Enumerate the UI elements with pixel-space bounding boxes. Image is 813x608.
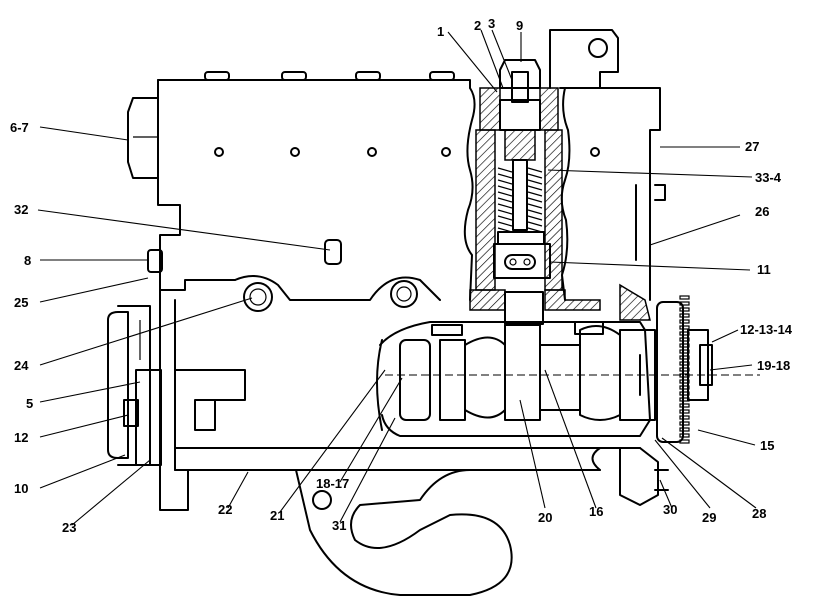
callout-11: 11	[757, 262, 771, 277]
callout-1: 1	[437, 24, 444, 39]
spring-coil	[497, 167, 513, 173]
callout-25: 25	[14, 295, 28, 310]
callout-5: 5	[26, 396, 33, 411]
callout-8: 8	[24, 253, 31, 268]
gear-tooth	[679, 427, 690, 432]
pump-housing	[127, 29, 669, 596]
callout-15: 15	[760, 438, 774, 453]
gear-tooth	[679, 439, 690, 444]
callout-2: 2	[474, 18, 481, 33]
callout-24: 24	[14, 358, 29, 373]
callout-26: 26	[755, 204, 769, 219]
leader-lines	[37, 29, 757, 526]
gear-tooth	[679, 421, 690, 426]
spring-coil	[527, 185, 543, 191]
callout-10: 10	[14, 481, 28, 496]
spring-coil	[497, 185, 513, 191]
gear-tooth	[679, 295, 690, 300]
callout-31: 31	[332, 518, 346, 533]
callout-32: 32	[14, 202, 28, 217]
spring-coil	[497, 197, 513, 203]
callout-12: 12	[14, 430, 28, 445]
spring-coil	[527, 197, 543, 203]
gear-tooth	[679, 313, 690, 318]
callout-12-13-14: 12-13-14	[740, 322, 793, 337]
callout-20: 20	[538, 510, 552, 525]
spring-coil	[497, 203, 513, 209]
spring-coil	[497, 173, 513, 179]
callout-18-17: 18-17	[316, 476, 349, 491]
callout-22: 22	[218, 502, 232, 517]
spring-coil	[527, 209, 543, 215]
callout-labels: 1 2 3 9 6-7 27 32 33-4 26 8 11 25 12-13-…	[10, 16, 793, 535]
spring-coil	[527, 173, 543, 179]
gear-tooth	[679, 415, 690, 420]
spring-coil	[527, 179, 543, 185]
spring-coil	[497, 221, 513, 227]
callout-9: 9	[516, 18, 523, 33]
callout-28: 28	[752, 506, 766, 521]
gear-tooth	[679, 301, 690, 306]
callout-3: 3	[488, 16, 495, 31]
spring-coil	[527, 221, 543, 227]
spring-coil	[497, 209, 513, 215]
gear-tooth	[679, 307, 690, 312]
spring-coil	[527, 203, 543, 209]
gear-tooth	[679, 325, 690, 330]
callout-6-7: 6-7	[10, 120, 29, 135]
spring-coil	[527, 191, 543, 197]
gear-tooth	[679, 409, 690, 414]
spring-coil	[497, 215, 513, 221]
callout-33-4: 33-4	[755, 170, 782, 185]
left-cover-assembly	[107, 305, 162, 466]
callout-21: 21	[270, 508, 284, 523]
spring-coil	[527, 167, 543, 173]
gear-tooth	[679, 319, 690, 324]
pump-element-cutaway	[463, 59, 651, 325]
callout-23: 23	[62, 520, 76, 535]
callout-30: 30	[663, 502, 677, 517]
callout-19-18: 19-18	[757, 358, 790, 373]
callout-27: 27	[745, 139, 759, 154]
spring-coil	[497, 179, 513, 185]
gear-tooth	[679, 403, 690, 408]
callout-16: 16	[589, 504, 603, 519]
spring-coil	[527, 215, 543, 221]
callout-29: 29	[702, 510, 716, 525]
spring-coil	[497, 191, 513, 197]
camshaft	[376, 321, 760, 437]
drive-gear	[656, 295, 713, 444]
gear-tooth	[679, 433, 690, 438]
